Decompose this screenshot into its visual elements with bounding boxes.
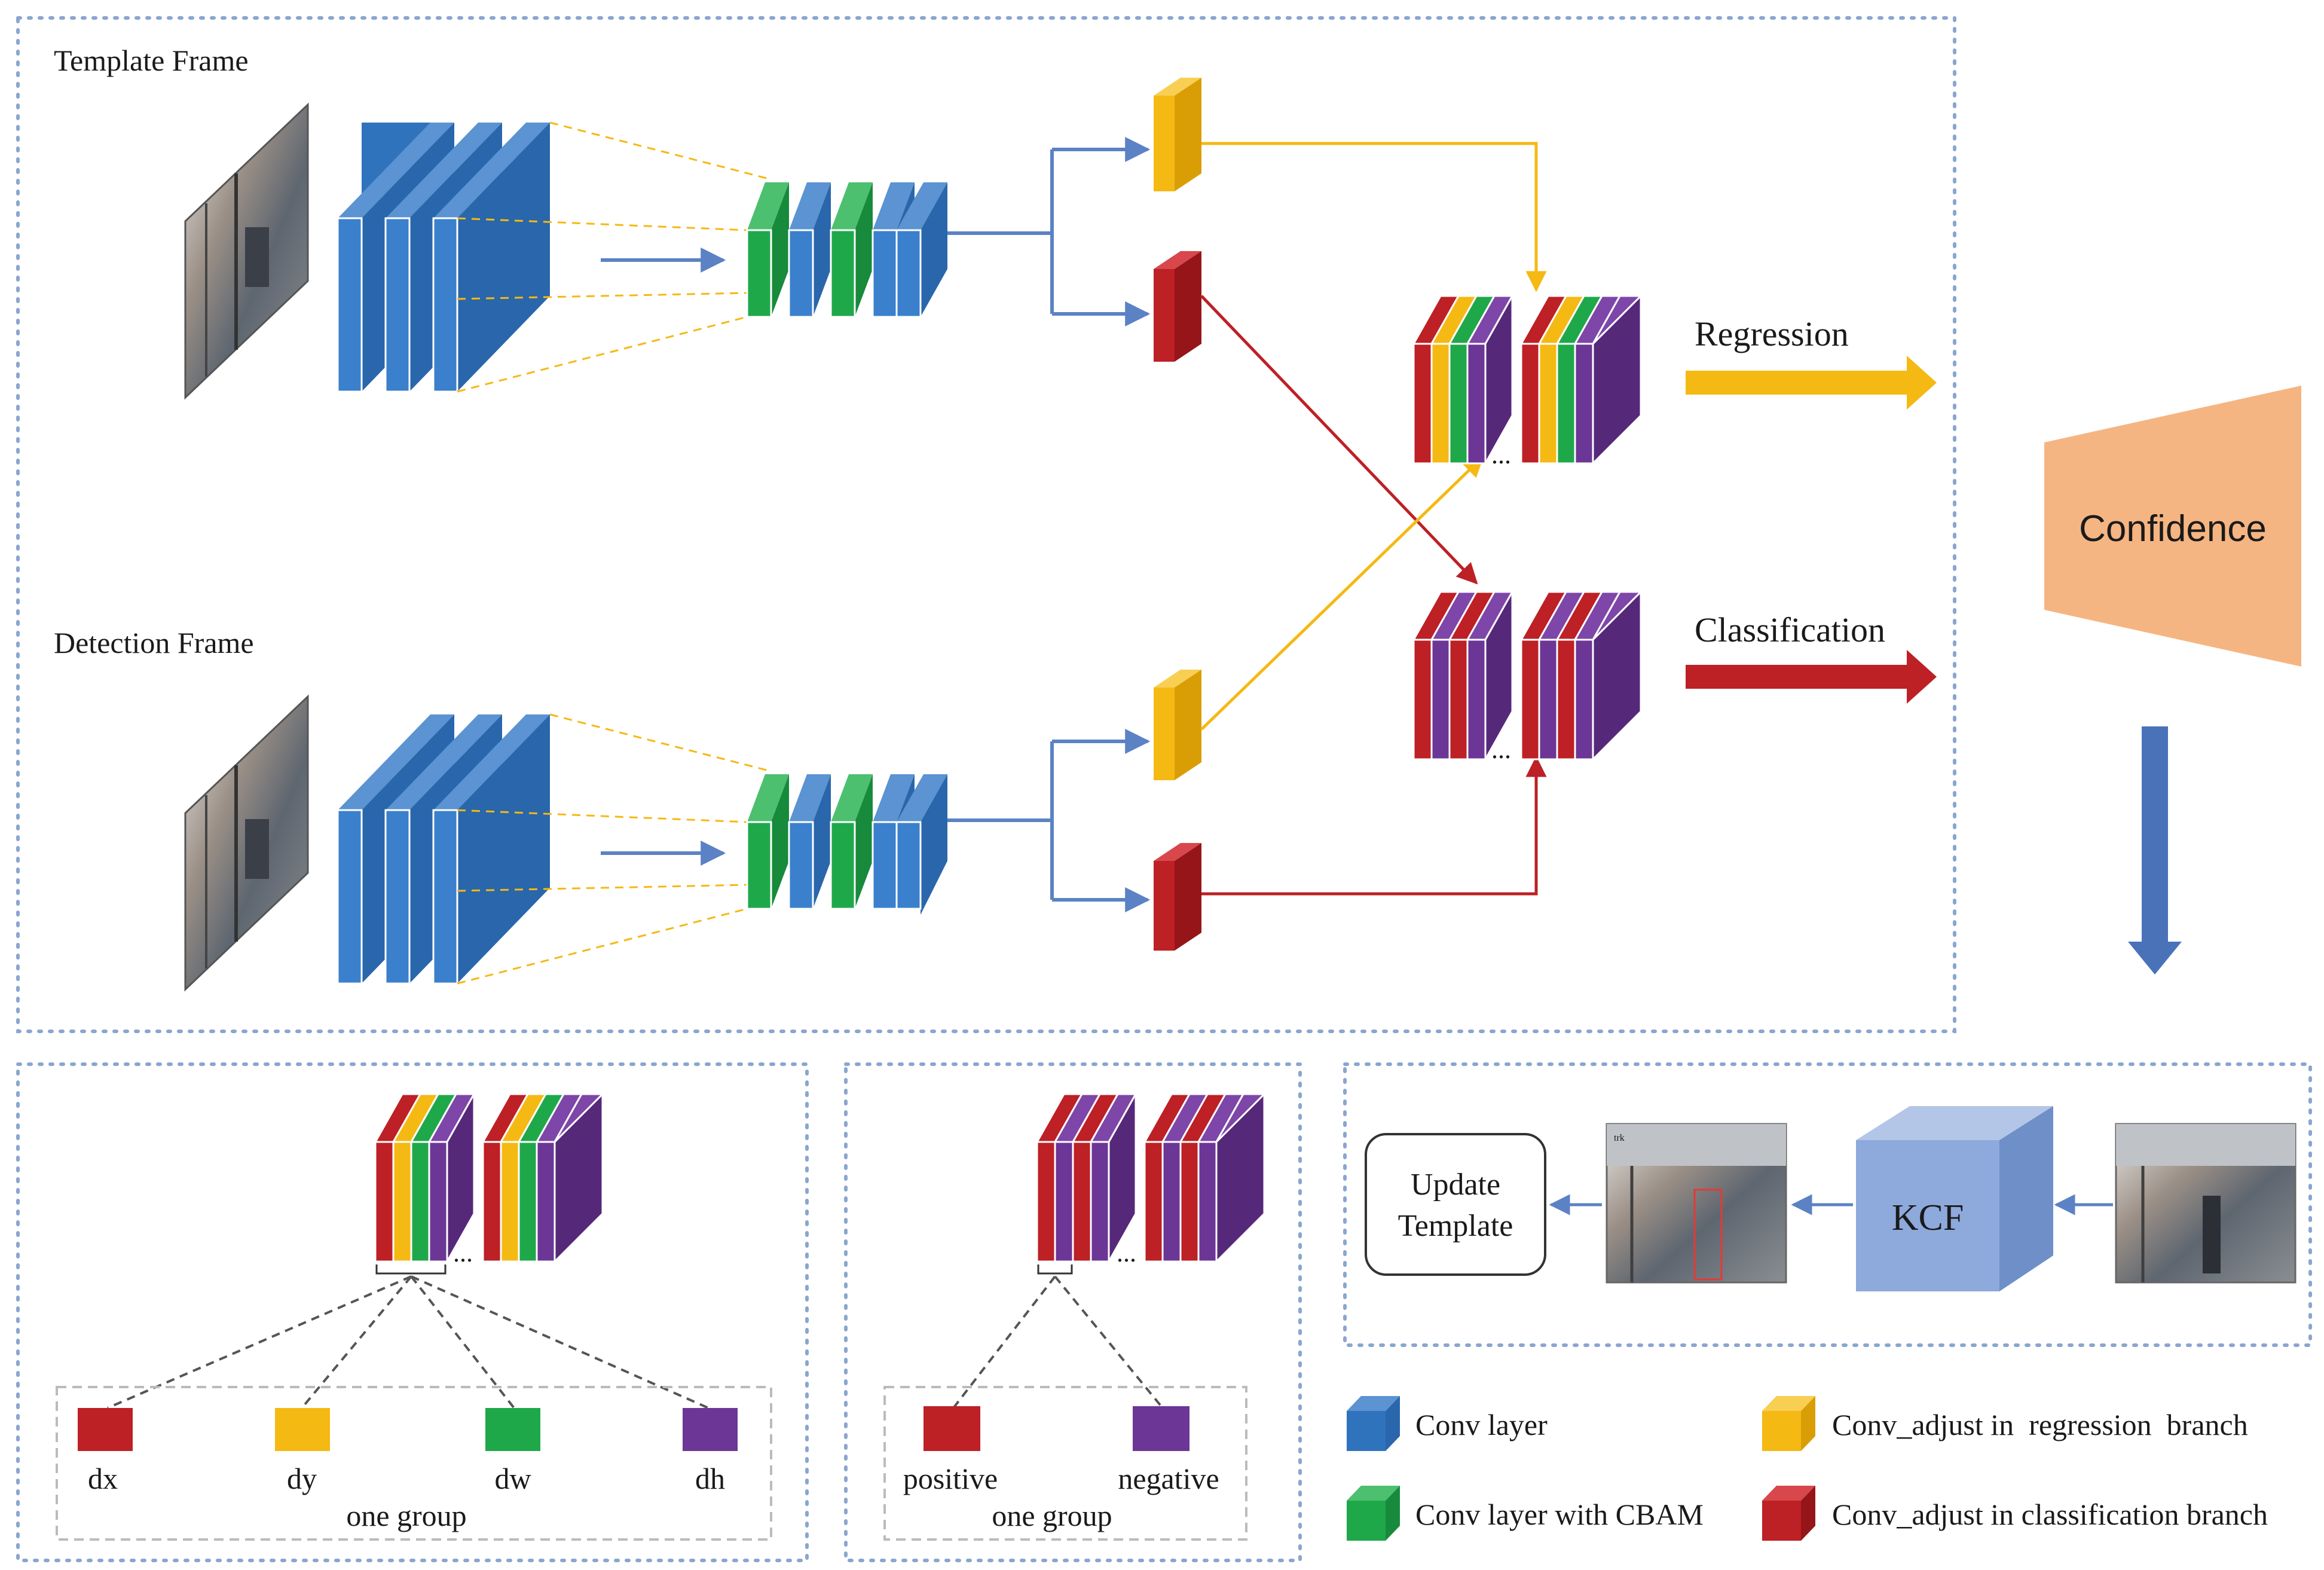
detection-branch-connector <box>947 729 1151 912</box>
detection-projection-lines <box>457 713 772 985</box>
legend: Conv layer Conv_adjust in regression bra… <box>1347 1396 2268 1541</box>
detection-classification-adjust-block <box>1154 843 1201 951</box>
regression-one-group-label: one group <box>346 1499 466 1532</box>
classification-detail-ellipsis: ... <box>1117 1238 1136 1267</box>
classification-stack-ellipsis: ... <box>1491 735 1511 764</box>
regression-detail-panel-border <box>16 1062 809 1562</box>
template-regression-adjust-block <box>1154 78 1201 191</box>
regression-detail-stack <box>374 1091 605 1265</box>
dw-label: dw <box>494 1462 531 1495</box>
classification-output-arrow <box>1686 650 1937 704</box>
classification-one-group-label: one group <box>992 1499 1112 1532</box>
detection-regression-adjust-block <box>1154 670 1201 780</box>
detection-frame-label: Detection Frame <box>54 626 254 659</box>
classification-detail-stack <box>1035 1091 1267 1265</box>
classification-label: Classification <box>1695 610 1885 649</box>
legend-regression-adjust-icon <box>1762 1396 1815 1451</box>
classification-group-box <box>883 1386 1247 1541</box>
classification-template-arrow <box>1200 295 1478 585</box>
dh-swatch <box>683 1408 738 1451</box>
dh-label: dh <box>695 1462 725 1495</box>
negative-swatch <box>1133 1406 1189 1451</box>
confidence-label: Confidence <box>2079 508 2267 549</box>
dx-swatch <box>78 1408 133 1451</box>
legend-conv-layer-label: Conv layer <box>1415 1408 1548 1441</box>
dy-label: dy <box>287 1462 317 1495</box>
regression-group-bracket <box>375 1264 447 1275</box>
classification-detection-arrow <box>1201 756 1547 896</box>
regression-template-arrow <box>1201 142 1547 292</box>
template-frame-label: Template Frame <box>54 44 249 77</box>
confidence-down-arrow <box>2128 726 2182 975</box>
dx-label: dx <box>88 1462 118 1495</box>
template-frame-image <box>184 102 309 400</box>
update-template-box <box>1365 1133 1546 1276</box>
legend-cbam-label: Conv layer with CBAM <box>1415 1498 1704 1531</box>
update-template-line1: Update <box>1411 1168 1500 1202</box>
confidence-block <box>2044 386 2301 667</box>
legend-classification-adjust-label: Conv_adjust in classification branch <box>1832 1498 2268 1531</box>
legend-classification-adjust-icon <box>1762 1486 1815 1541</box>
classification-group-bracket <box>1037 1264 1073 1275</box>
svg-text:trk: trk <box>1614 1133 1625 1143</box>
negative-label: negative <box>1118 1462 1219 1495</box>
detection-frame-image <box>184 694 309 992</box>
template-classification-adjust-block <box>1154 251 1201 362</box>
legend-regression-adjust-label: Conv_adjust in regression branch <box>1832 1408 2248 1441</box>
template-cbam-block <box>746 182 947 318</box>
legend-cbam-icon <box>1347 1486 1400 1541</box>
template-projection-lines <box>457 121 772 393</box>
regression-stack-ellipsis: ... <box>1491 440 1511 469</box>
template-backbone-conv-layers <box>337 123 550 393</box>
dw-swatch <box>485 1408 540 1451</box>
tracked-result-image: trk <box>1606 1123 1787 1284</box>
template-branch-connector <box>947 137 1151 326</box>
classification-detail-panel-border <box>844 1062 1302 1562</box>
main-panel-border <box>16 16 1956 1033</box>
kcf-label: KCF <box>1892 1198 1964 1238</box>
regression-label: Regression <box>1695 314 1849 353</box>
dy-swatch <box>275 1408 330 1451</box>
regression-output-arrow <box>1686 356 1937 410</box>
positive-swatch <box>924 1406 980 1451</box>
update-panel-border <box>1343 1062 2312 1347</box>
detection-backbone-conv-layers <box>337 714 550 985</box>
current-frame-image <box>2115 1123 2297 1284</box>
legend-conv-layer-icon <box>1347 1396 1400 1451</box>
kcf-cube <box>1856 1106 2053 1291</box>
detection-cbam-block <box>746 774 947 915</box>
regression-detection-arrow <box>1200 456 1484 731</box>
regression-feature-stack <box>1412 292 1643 467</box>
classification-feature-stack <box>1412 588 1643 763</box>
positive-label: positive <box>903 1462 998 1495</box>
update-template-line2: Template <box>1398 1209 1513 1243</box>
regression-detail-ellipsis: ... <box>453 1238 473 1267</box>
